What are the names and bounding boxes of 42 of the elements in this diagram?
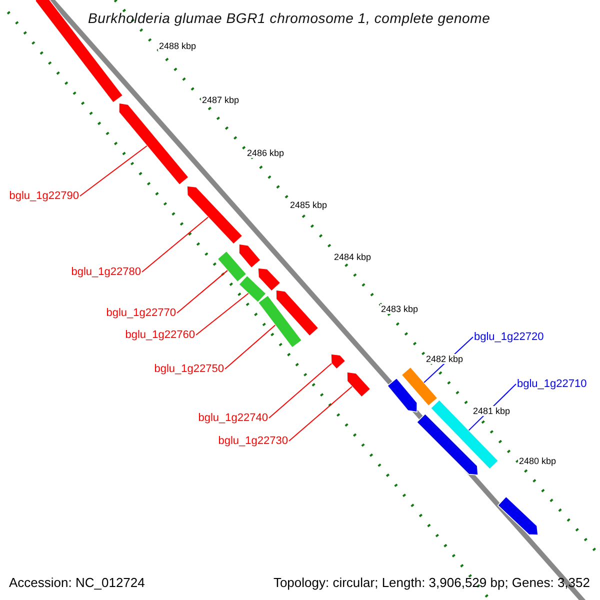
leader-line [80,145,148,196]
gene-segment [416,413,478,476]
gene-label: bglu_1g22770 [106,307,176,319]
gene-label: bglu_1g22760 [125,329,195,341]
scale-label: 2486 kbp [246,148,286,158]
scale-label: 2484 kbp [333,252,372,262]
gene-label: bglu_1g22740 [198,412,268,424]
scale-label: 2488 kbp [158,41,198,51]
gene-label: bglu_1g22790 [9,190,79,202]
scale-label: 2482 kbp [425,354,464,364]
gene-segment [386,378,418,412]
scale-label: 2481 kbp [472,406,512,416]
scale-label: 2485 kbp [289,200,328,210]
gene-segment [400,366,438,406]
gene-segment [258,268,281,292]
gene-segment [258,294,302,348]
gene-label: bglu_1g22780 [71,266,141,278]
gene-segment [186,186,243,245]
leader-line [142,216,209,272]
gene-segment [346,372,371,398]
scale-label: 2483 kbp [380,304,420,314]
leader-line [196,292,249,336]
gene-label: bglu_1g22750 [154,363,224,375]
footer-text: Accession: NC_012724 [9,575,145,590]
gene-label: bglu_1g22710 [517,378,587,390]
leader-line [288,386,353,442]
gene-segment [216,250,248,282]
gene-segment [276,290,319,337]
diagram-title: Burkholderia glumae BGR1 chromosome 1, complete genome [88,10,490,26]
gene-segment [118,102,190,186]
leader-line [176,270,228,314]
scale-label: 2487 kbp [201,95,240,105]
leader-line [268,363,332,418]
gene-label: bglu_1g22720 [474,331,544,343]
gene-segment [238,275,267,303]
gene-segment [330,354,346,370]
gene-label: bglu_1g22730 [218,435,288,447]
leader-line [224,324,276,370]
footer-text: Topology: circular; Length: 3,906,529 bp; Genes: 3,352 [273,575,590,590]
gene-segment [497,496,538,536]
scale-label: 2480 kbp [518,456,558,466]
gene-segment [238,244,262,268]
